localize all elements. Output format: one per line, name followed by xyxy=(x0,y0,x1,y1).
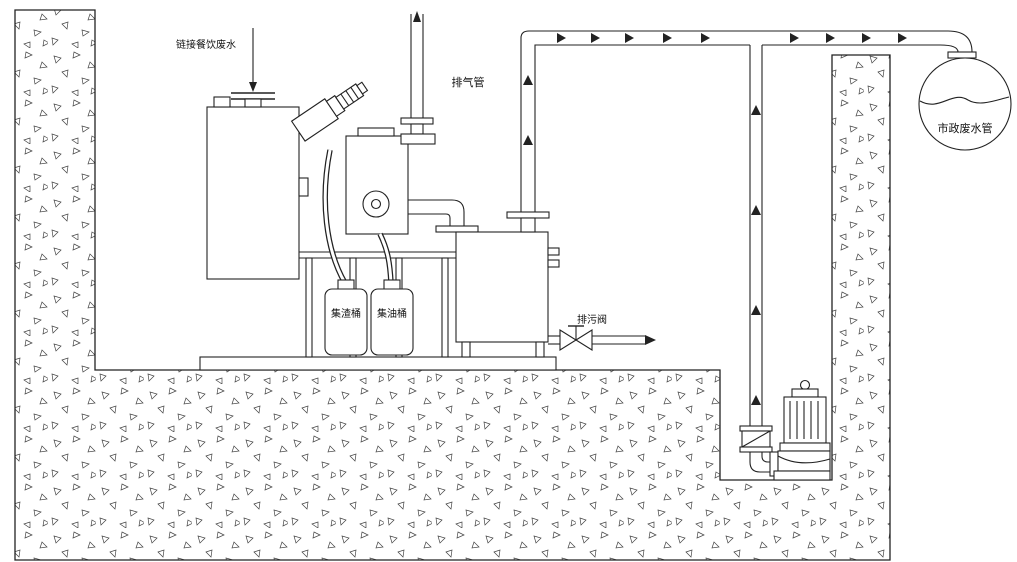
flow-arrow-icon xyxy=(663,33,672,43)
check-valve-flange xyxy=(739,446,773,453)
pump-motor xyxy=(783,396,827,444)
riser-flange xyxy=(506,211,550,219)
tank-top-flange xyxy=(435,225,479,233)
up-arrow-icon xyxy=(523,135,533,145)
pipe-outer-line xyxy=(520,30,973,212)
flow-arrow-icon xyxy=(625,33,634,43)
municipal-outfall xyxy=(918,57,1012,151)
inlet-pipe xyxy=(231,28,275,108)
vent-label: 排气管 xyxy=(452,75,485,89)
submersible-pump xyxy=(739,379,831,481)
up-arrow-icon xyxy=(751,395,761,405)
flow-arrow-icon xyxy=(557,33,566,43)
flow-arrow-icon xyxy=(591,33,600,43)
vent-stub xyxy=(410,123,424,135)
check-valve-flange xyxy=(739,425,773,432)
flow-arrow-icon xyxy=(898,33,907,43)
side-fitting xyxy=(547,247,560,256)
up-arrow-icon xyxy=(751,205,761,215)
collection-buckets xyxy=(324,279,414,356)
municipal-label: 市政废水管 xyxy=(938,121,993,135)
concrete-mass xyxy=(14,9,891,561)
water-surface-line xyxy=(919,96,1010,105)
tank-breather xyxy=(213,96,231,108)
top-pump-motor xyxy=(290,81,369,142)
riser-stub xyxy=(520,217,536,233)
down-arrow-icon xyxy=(249,82,257,92)
pump-cap xyxy=(791,388,819,398)
flow-arrows xyxy=(523,33,969,405)
central-box xyxy=(345,135,409,235)
up-arrow-icon xyxy=(523,75,533,85)
slag-bucket-label: 集渣桶 xyxy=(331,307,361,320)
flow-arrow-icon xyxy=(701,33,710,43)
grease-separator-unit xyxy=(206,81,560,358)
pump-elbow xyxy=(749,452,772,473)
drain-valve xyxy=(548,325,656,351)
tank-leg xyxy=(461,341,471,358)
pump-mid-flange xyxy=(779,442,831,452)
side-fitting xyxy=(547,259,560,268)
labels: 链接餐饮废水 排气管 集渣桶 集油桶 排污阀 市政废水管 xyxy=(176,38,993,326)
valve-body xyxy=(559,329,578,351)
left-tank xyxy=(206,106,300,280)
flow-arrow-icon xyxy=(826,33,835,43)
base-slab xyxy=(199,356,557,371)
transfer-elbow xyxy=(408,199,465,226)
outfall-flange xyxy=(947,51,977,59)
up-arrow-icon xyxy=(751,305,761,315)
inlet-label: 链接餐饮废水 xyxy=(176,38,236,51)
municipal-pipe-circle xyxy=(918,57,1012,151)
up-arrow-icon xyxy=(413,11,421,22)
frame-leg xyxy=(305,257,313,358)
inlet-stub xyxy=(244,98,262,108)
drain-valve-label: 排污阀 xyxy=(577,313,607,326)
side-flange xyxy=(298,177,309,197)
vent-junction-box xyxy=(400,133,436,145)
valve-body xyxy=(574,329,593,351)
right-tank xyxy=(455,231,549,343)
flow-arrow-icon xyxy=(645,335,656,345)
lifting-eye xyxy=(799,379,811,391)
inspection-flange-center xyxy=(370,198,382,210)
oil-bucket-label: 集油桶 xyxy=(377,307,407,320)
vent-flange xyxy=(400,117,434,125)
central-box-plate xyxy=(357,127,395,137)
tank-leg xyxy=(535,341,545,358)
flow-arrow-icon xyxy=(790,33,799,43)
vent-pipe xyxy=(400,11,436,145)
frame-leg xyxy=(441,257,449,358)
slag-bucket xyxy=(324,288,368,356)
pipe-inner-line xyxy=(534,44,750,212)
discharge-piping xyxy=(506,30,977,426)
up-arrow-icon xyxy=(751,105,761,115)
pump-base xyxy=(773,470,831,481)
flow-arrow-icon xyxy=(862,33,871,43)
oil-bucket xyxy=(370,288,414,356)
collection-hoses xyxy=(322,149,394,285)
concrete-structure xyxy=(14,9,891,561)
